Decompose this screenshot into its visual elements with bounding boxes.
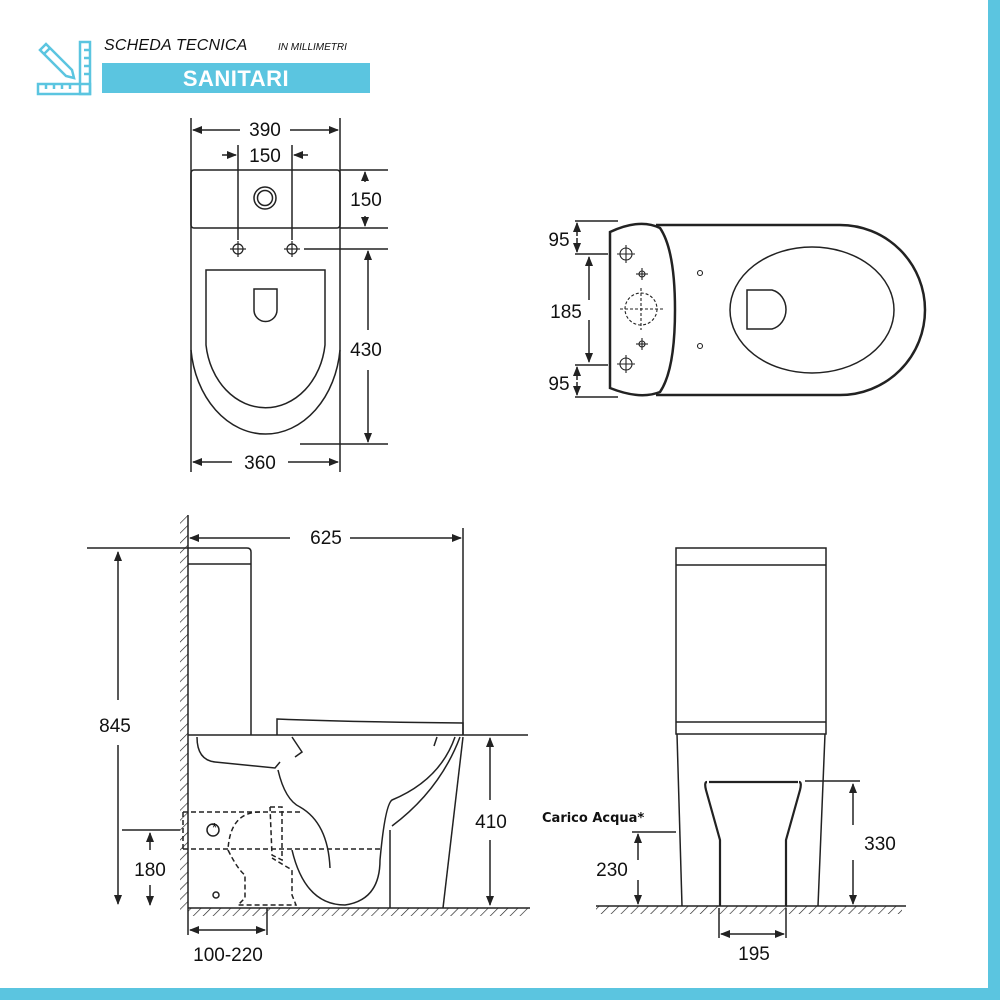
category-banner: SANITARI (102, 63, 370, 93)
top-view (190, 118, 388, 472)
sheet-title: SCHEDA TECNICA (104, 37, 248, 54)
dim-cistern-depth: 150 (350, 190, 382, 211)
dim-drain-offset: 100-220 (193, 945, 263, 966)
dim-bowl-width: 360 (244, 453, 276, 474)
dim-bottom-offset: 95 (548, 374, 569, 395)
dim-bowl-length: 430 (350, 340, 382, 361)
dim-top-width: 390 (249, 120, 281, 141)
page-border-right (988, 0, 1000, 1000)
dim-height-total: 845 (99, 716, 131, 737)
water-inlet-label: Carico Acqua* (542, 811, 644, 826)
dim-hole-spacing: 150 (249, 146, 281, 167)
dim-inlet-height: 180 (134, 860, 166, 881)
inlet-marker: * (212, 820, 217, 835)
page-border-bottom (0, 988, 1000, 1000)
front-view (596, 547, 906, 938)
floor-plan-view (573, 220, 927, 398)
dim-center-span: 185 (550, 302, 582, 323)
units-label: IN MILLIMETRI (278, 42, 347, 53)
side-view (87, 515, 530, 935)
dim-front-inlet-height: 230 (596, 860, 628, 881)
dim-base-height: 330 (864, 834, 896, 855)
dim-depth-total: 625 (310, 528, 342, 549)
pencil-ruler-icon (36, 40, 92, 96)
dim-seat-height: 410 (475, 812, 507, 833)
dim-base-width: 195 (738, 944, 770, 965)
dim-top-offset: 95 (548, 230, 569, 251)
